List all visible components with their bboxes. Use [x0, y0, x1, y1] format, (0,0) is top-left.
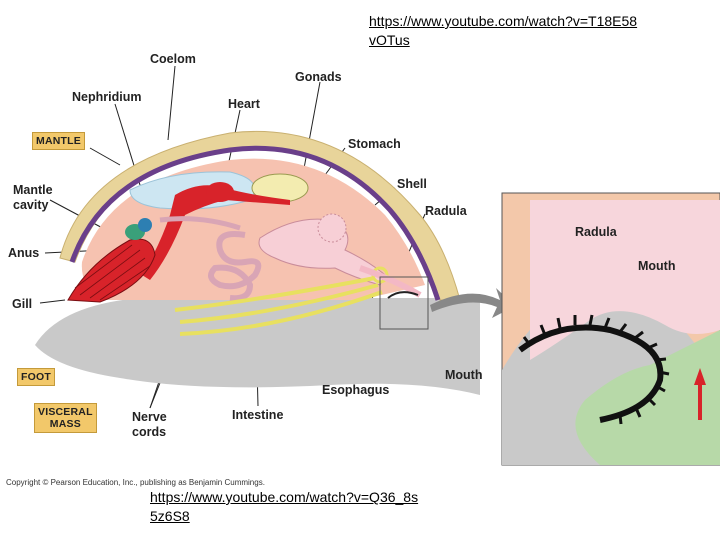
foot-shape: [35, 298, 480, 395]
radula-inset: [501, 192, 720, 466]
label-visceral-mass-line2: MASS: [49, 418, 81, 430]
gill-lamellae: [74, 244, 151, 301]
video-link-top-line1[interactable]: https://www.youtube.com/watch?v=T18E58: [369, 13, 638, 29]
label-nerve-cords-line2: cords: [132, 425, 167, 439]
inset-up-arrow: [694, 368, 706, 420]
label-heart: Heart: [228, 97, 260, 111]
label-mantle-cavity-line1: Mantle: [13, 183, 53, 197]
copyright-notice: Copyright © Pearson Education, Inc., pub…: [6, 478, 265, 487]
video-link-top[interactable]: https://www.youtube.com/watch?v=T18E58 v…: [369, 12, 637, 50]
label-gill: Gill: [12, 297, 33, 311]
nerve-cords-shape: [174, 266, 389, 336]
radula-region-box: [379, 276, 429, 330]
coelom-ring: [138, 218, 152, 232]
digestive-gland: [317, 213, 347, 243]
mantle-band: [69, 145, 441, 301]
video-link-top-line2[interactable]: vOTus: [369, 32, 410, 48]
heart-shape: [142, 185, 290, 280]
video-link-bottom-line2[interactable]: 5z6S8: [150, 508, 190, 524]
heart-ventricle: [206, 182, 234, 202]
label-shell: Shell: [397, 177, 427, 191]
label-mantle: MANTLE: [32, 132, 85, 150]
label-inset-radula: Radula: [575, 225, 617, 239]
inset-radula-ribbon: [518, 324, 664, 423]
video-link-bottom[interactable]: https://www.youtube.com/watch?v=Q36_8s 5…: [150, 488, 418, 526]
zoom-arrow: [430, 288, 515, 318]
label-mouth: Mouth: [445, 368, 483, 382]
intestine-shape: [208, 231, 262, 302]
label-nerve-cords-line1: Nerve: [132, 410, 167, 424]
label-gonads: Gonads: [295, 70, 342, 84]
inset-pink: [530, 200, 720, 360]
label-nephridium: Nephridium: [72, 90, 142, 104]
radula-teeth: [387, 291, 419, 299]
label-stomach: Stomach: [348, 137, 401, 151]
label-visceral-mass: VISCERAL MASS: [34, 403, 97, 433]
label-anus: Anus: [8, 246, 40, 260]
label-radula: Radula: [425, 204, 467, 218]
label-mantle-cavity-line2: cavity: [13, 198, 49, 212]
label-visceral-mass-line1: VISCERAL: [38, 406, 93, 418]
label-inset-mouth: Mouth: [638, 259, 676, 273]
label-mantle-cavity: Mantle cavity: [13, 183, 53, 213]
label-esophagus: Esophagus: [322, 383, 390, 397]
label-foot: FOOT: [17, 368, 55, 386]
video-link-bottom-line1[interactable]: https://www.youtube.com/watch?v=Q36_8s: [150, 489, 419, 505]
inset-radula-teeth: [522, 314, 670, 425]
label-nerve-cords: Nerve cords: [132, 410, 167, 440]
label-intestine: Intestine: [232, 408, 284, 422]
label-coelom: Coelom: [150, 52, 196, 66]
esophagus-shape: [359, 265, 422, 298]
intestine-to-anus: [159, 216, 241, 231]
